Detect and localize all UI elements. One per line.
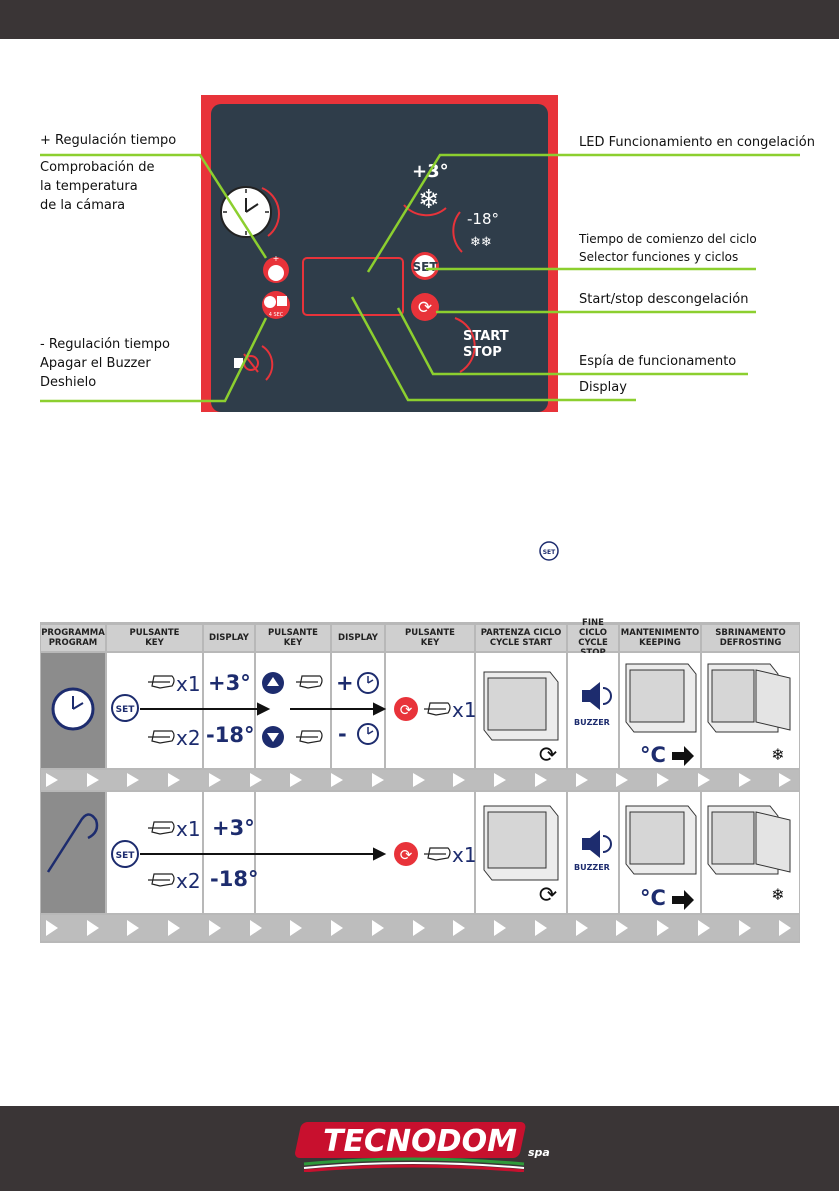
header-cycle-start: PARTENZA CICLO CYCLE START	[476, 625, 566, 651]
svg-text:+: +	[273, 254, 280, 263]
svg-text:❄: ❄	[771, 885, 784, 904]
fridge-icon-row2-start: ⟳	[483, 805, 559, 908]
clock-minus-icon	[357, 723, 379, 745]
svg-text:TECNODOM: TECNODOM	[323, 1124, 517, 1159]
svg-text:4 SEC: 4 SEC	[269, 312, 284, 318]
fridge-icon-row2-keeping	[625, 805, 697, 910]
row2-span-cell	[256, 792, 474, 913]
row2-x2-label: x2	[176, 869, 201, 893]
flow-arrows	[140, 702, 387, 861]
svg-text:❄: ❄	[771, 745, 784, 764]
svg-text:SET: SET	[116, 851, 136, 861]
program-clock-icon	[51, 687, 95, 731]
callout-plus-time: + Regulación tiempo	[40, 133, 177, 148]
row1-temp-minus: -18°	[206, 723, 255, 747]
plus-time-button: +	[263, 254, 289, 283]
header-defrosting: SBRINAMENTO DEFROSTING	[702, 625, 799, 651]
minus-sign: -	[338, 722, 347, 746]
clock-plus-icon	[357, 672, 379, 694]
up-button	[262, 672, 284, 694]
display-window	[302, 257, 404, 316]
minus-time-button: 4 SEC	[262, 291, 290, 319]
header-key-3: PULSANTE KEY	[386, 625, 474, 651]
row1-display-cell	[204, 653, 254, 768]
callout-function-selector: Selector funciones y ciclos	[579, 250, 739, 264]
plus-sign: +	[336, 671, 354, 695]
tecnodom-logo: TECNODOM spa	[295, 1122, 550, 1172]
top-bar	[0, 0, 839, 39]
callout-cycle-start-time: Tiempo de comienzo del ciclo	[579, 232, 757, 246]
start-label: START	[463, 329, 509, 344]
row2-key3-x1-label: x1	[452, 843, 477, 867]
svg-text:spa: spa	[528, 1146, 550, 1159]
row1-x2-label: x2	[176, 726, 201, 750]
header-key-1: PULSANTE KEY	[107, 625, 202, 651]
row2-temp-minus: -18°	[210, 867, 259, 891]
header-program: PROGRAMMA PROGRAM	[41, 625, 105, 651]
row1-celsius-label: °C	[640, 743, 666, 767]
row1-key3-x1-label: x1	[452, 698, 477, 722]
fridge-icon-row1-start: ⟳	[483, 671, 559, 768]
down-button	[262, 726, 284, 748]
callout-defrost-start-stop: Start/stop descongelación	[579, 292, 749, 307]
row1-start-button: ⟳	[394, 697, 418, 721]
defrost-button	[411, 293, 439, 321]
snowflake-pair-icon: ❄❄	[470, 235, 492, 250]
row1-temp-plus: +3°	[208, 671, 251, 695]
fridge-icon-row2-defrost: ❄	[707, 805, 791, 904]
callout-check-temperature: Comprobación de la temperatura de la cám…	[40, 160, 155, 213]
svg-text:⟳: ⟳	[400, 701, 413, 719]
snowflake-icon: ❄	[418, 185, 440, 215]
speaker-icon-row1	[582, 682, 612, 710]
row1-stop-cell	[568, 653, 618, 768]
row2-set-button: SET	[111, 840, 139, 868]
callout-minus-time: - Regulación tiempo Apagar el Buzzer Des…	[40, 337, 170, 390]
row1-set-button: SET	[111, 694, 139, 722]
row1-x1-label: x1	[176, 672, 201, 696]
inline-set-icon: SET	[539, 541, 559, 561]
svg-text:⟳: ⟳	[539, 883, 557, 908]
panel-set-button: SET	[412, 260, 438, 274]
arrow-strip-triangles	[46, 773, 791, 936]
svg-text:SET: SET	[116, 705, 136, 715]
hand-icons	[148, 675, 451, 887]
row2-program-cell	[41, 792, 105, 913]
stop-label: STOP	[463, 345, 502, 360]
svg-text:⟳: ⟳	[400, 846, 413, 864]
speaker-icon-row2	[582, 830, 612, 858]
refresh-icon: ⟳	[418, 298, 432, 318]
callout-operation-light: Espía de funcionamento	[579, 354, 737, 369]
svg-text:SET: SET	[543, 549, 556, 556]
table-graphics: SET SET ⟳	[46, 663, 791, 936]
row2-display-cell	[204, 792, 254, 913]
fridge-icon-row1-defrost: ❄	[707, 663, 791, 764]
panel-temp-minus: -18°	[467, 210, 499, 228]
clock-icon	[220, 186, 280, 238]
header-display-1: DISPLAY	[204, 625, 254, 651]
row1-buzzer-label: BUZZER	[574, 718, 610, 727]
svg-text:⟳: ⟳	[539, 743, 557, 768]
row2-celsius-label: °C	[640, 886, 666, 910]
callout-display: Display	[579, 380, 627, 395]
header-display-2: DISPLAY	[332, 625, 384, 651]
fridge-icon-row1-keeping	[625, 663, 697, 766]
callout-lines	[40, 153, 800, 403]
callout-led-freezing: LED Funcionamiento en congelación	[579, 135, 815, 150]
row2-stop-cell	[568, 792, 618, 913]
row2-start-button: ⟳	[394, 842, 418, 866]
header-key-2: PULSANTE KEY	[256, 625, 330, 651]
row2-temp-plus: +3°	[212, 816, 255, 840]
row2-buzzer-label: BUZZER	[574, 863, 610, 872]
control-panel-diagram: + 4 SEC +3° ❄ -18° ❄❄ SET ⟳ START STOP	[40, 95, 800, 412]
row2-x1-label: x1	[176, 817, 201, 841]
header-keeping: MANTENIMENTO KEEPING	[620, 625, 700, 651]
row1-key2-cell	[256, 653, 330, 768]
program-probe-icon	[46, 813, 99, 873]
